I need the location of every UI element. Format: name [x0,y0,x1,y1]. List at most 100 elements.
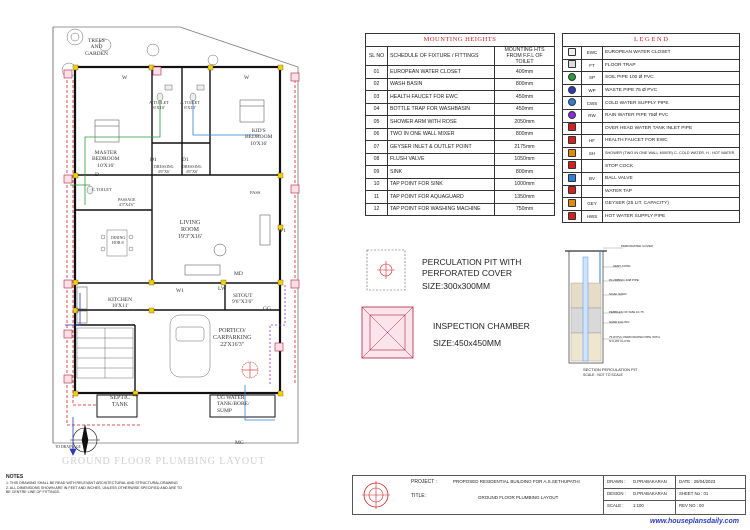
label-trees-garden: TREES AND GARDEN [85,38,108,57]
mh-slno: 01 [365,65,388,79]
mh-slno: 08 [365,152,388,166]
soil-pipe-icon [568,72,576,81]
hot-water-icon [568,211,576,220]
label-portico: PORTICO/ CARPARKING 22'X16'3" [213,328,252,348]
stop-cock-icon [568,161,576,170]
mh-fixture: TAP POINT FOR AQUAGUARD [387,190,495,204]
legend-code: HWS [581,209,603,224]
mark-to-drainage: TO DRAINAGE [55,445,81,449]
legend-label: SHOWER (TWO IN ONE WALL MIXER) C- COLD W… [602,146,740,161]
design-value: D.PRABAKARAN [633,491,667,496]
section-note: PERFORATED COVER [621,244,653,248]
label-dressing-1: DRESSING 4'6"X6' [154,164,174,174]
mh-slno: 11 [365,190,388,204]
project-name: PROPOSED RESIDENTIAL BUILDING FOR A.S.SE… [453,479,580,484]
mark-gg: GG [263,306,271,312]
legend-label: WATER TAP [602,184,740,199]
mh-fixture: TAP POINT FOR WASHING MACHINE [387,202,495,216]
legend-code: RW [581,108,603,123]
mark-w1: W1 [278,228,286,234]
section-note: PEBBLES OF SIZE 10-75 [609,310,644,314]
mh-height: 1350mm [494,190,555,204]
legend-code: HF [581,134,603,148]
legend-code: CWS [581,96,603,110]
label-dining: DINING HOB 6' [111,235,126,245]
legend-code: SP [581,71,603,85]
label-attached-toilet-2: A.TOILET 6'X10' [180,100,201,111]
legend-label: COLD WATER SUPPLY PIPE [602,96,740,110]
mh-slno: 05 [365,115,388,129]
shower-icon [568,148,576,157]
note-line: 1. THIS DRAWING SHALL BE READ WITH RELEV… [6,481,178,485]
mh-height: 800mm [494,77,555,91]
legend-code [581,159,603,173]
legend-label: HEALTH FAUCET FOR EWC [602,134,740,148]
mh-slno: 06 [365,127,388,141]
title-block: PROJECT : PROPOSED RESIDENTIAL BUILDING … [352,475,746,515]
date-label: DATE : 29/04/2023 [679,479,716,484]
label-ug-water-tank: UG WATER TANK/BORE/ SUMP [217,395,250,414]
mh-height: 800mm [494,127,555,141]
legend-code: BV [581,171,603,186]
logo-icon [355,478,397,512]
title-value: GROUND FLOOR PLUMBING LAYOUT [478,495,559,500]
health-faucet-icon [568,135,576,144]
mh-slno: 10 [365,177,388,191]
mh-header-slno: SL NO [365,46,388,66]
mounting-heights-table: MOUNTING HEIGHTS SL NO SCHEDULE OF FIXTU… [365,33,555,216]
mh-height: 800mm [494,165,555,179]
plan-drawing [52,26,300,456]
mark-mg: MG [235,440,244,446]
legend-code: SH [581,146,603,161]
watermark-link[interactable]: www.houseplansdaily.com [650,518,739,525]
label-dressing-2: DRESSING 4'6"X6' [182,164,202,174]
label-living-room: LIVING ROOM 19'3"X16' [178,220,202,240]
label-sitout: SITOUT 9'6"X3'6" [232,293,254,306]
label-attached-toilet-1: A.TOILET 6'X10' [149,100,170,111]
mark-window: W [122,75,128,81]
mark-door: D1 [182,157,189,163]
perculation-pit-symbol [365,248,407,292]
legend-code: EWC [581,46,603,60]
toilet-icon [568,47,576,56]
design-label: DESIGN : [607,491,626,496]
ball-valve-icon [568,173,576,182]
mark-door: D [95,172,99,178]
mh-header-height: MOUNTING HTS FROM F.F.L OF TOILET [494,46,555,66]
mh-fixture: SINK [387,165,495,179]
mh-height: 450mm [494,102,555,116]
legend-code: FT [581,58,603,73]
section-note: SOAK SAND [609,292,627,296]
mh-fixture: WASH BASIN [387,77,495,91]
sheet-label: SHEET No : 01 [679,491,709,496]
mounting-heights-title: MOUNTING HEIGHTS [365,33,555,46]
mh-slno: 07 [365,140,388,154]
legend-code [581,121,603,136]
legend-label: EUROPEAN WATER CLOSET [602,46,740,60]
legend-label: HOT WATER SUPPLY PIPE [602,209,740,224]
mh-height: 450mm [494,90,555,104]
plan-title: GROUND FLOOR PLUMBING LAYOUT [62,456,266,467]
drawn-label: DRAWN : [607,479,626,484]
mark-passage: PASS [250,190,261,195]
cold-water-icon [568,98,576,107]
mh-fixture: GEYSER INLET & OUTLET POINT [387,140,495,154]
rain-water-icon [568,110,576,119]
label-passage: PASSAGE 4'3"X4'6" [118,197,136,207]
mh-height: 2050mm [494,115,555,129]
notes-block: NOTES 1. THIS DRAWING SHALL BE READ WITH… [6,475,251,495]
mh-height: 750mm [494,202,555,216]
legend-label: RAIN WATER PIPE 75Ø PVC [602,108,740,123]
drawn-value: D.PRABAKARAN [633,479,667,484]
